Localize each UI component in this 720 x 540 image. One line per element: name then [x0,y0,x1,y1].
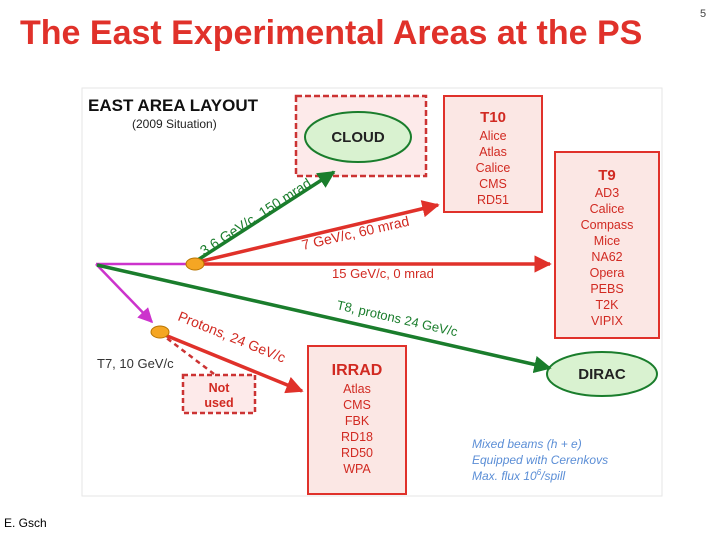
south-target [150,325,170,339]
t9-experiment: VIPIX [591,314,624,328]
note-line: Equipped with Cerenkovs [472,453,608,467]
t10-beam-line [197,200,440,264]
t10-box [443,95,543,213]
t10-experiment: Calice [476,161,511,175]
irrad-experiment: WPA [343,462,371,476]
t9-experiment: PEBS [590,282,623,296]
irrad-experiment: CMS [343,398,371,412]
irrad-beam-line [159,331,304,394]
t9-beam-label: 15 GeV/c, 0 mrad [332,266,434,281]
t9-title: T9 [598,167,616,184]
t10-experiment: Alice [479,129,506,143]
author-footer: E. Gsch [4,516,47,530]
t10-experiment: CMS [479,177,507,191]
irrad-box [307,345,407,495]
primary-beam-branch [95,263,154,324]
t10-experiment-list: Alice Atlas Calice CMS RD51 [476,129,511,207]
cloud-beam-line [192,170,336,265]
irrad-title: IRRAD [332,362,383,379]
t10-title: T10 [480,109,506,126]
t10-experiment: RD51 [477,193,509,207]
t9-experiment: Mice [594,234,620,248]
not-used-label: used [204,396,233,410]
cloud-label: CLOUD [331,129,384,146]
not-used-box [181,373,257,415]
dirac-label: DIRAC [578,366,626,383]
t10-experiment: Atlas [479,145,507,159]
t7-beam-label: T7, 10 GeV/c [97,356,174,371]
note-line: Mixed beams (h + e) [472,437,582,451]
layout-title: EAST AREA LAYOUT [88,96,259,115]
dirac-experiment [546,351,658,397]
t9-experiment: NA62 [591,250,622,264]
slide-title: The East Experimental Areas at the PS [20,14,643,52]
not-used-label: Not [209,381,231,395]
page-number: 5 [700,8,707,20]
t8-beam-line [96,263,552,374]
t9-experiment: Calice [590,202,625,216]
cloud-experiment [304,111,412,163]
irrad-experiment: FBK [345,414,370,428]
t7-beam-line [159,332,215,375]
t9-experiment: Compass [581,218,634,232]
irrad-experiment: Atlas [343,382,371,396]
north-target [185,257,205,271]
t9-experiment-list: AD3 Calice Compass Mice NA62 Opera PEBS … [581,186,634,328]
irrad-experiment-list: Atlas CMS FBK RD18 RD50 WPA [341,382,373,476]
t9-experiment: T2K [596,298,620,312]
layout-subtitle: (2009 Situation) [132,117,217,131]
note-line: Max. flux 106/spill [472,468,565,483]
irrad-experiment: RD50 [341,446,373,460]
t9-experiment: AD3 [595,186,619,200]
beam-notes: Mixed beams (h + e) Equipped with Cerenk… [472,437,608,483]
t9-experiment: Opera [590,266,625,280]
irrad-experiment: RD18 [341,430,373,444]
t9-box [554,151,660,339]
